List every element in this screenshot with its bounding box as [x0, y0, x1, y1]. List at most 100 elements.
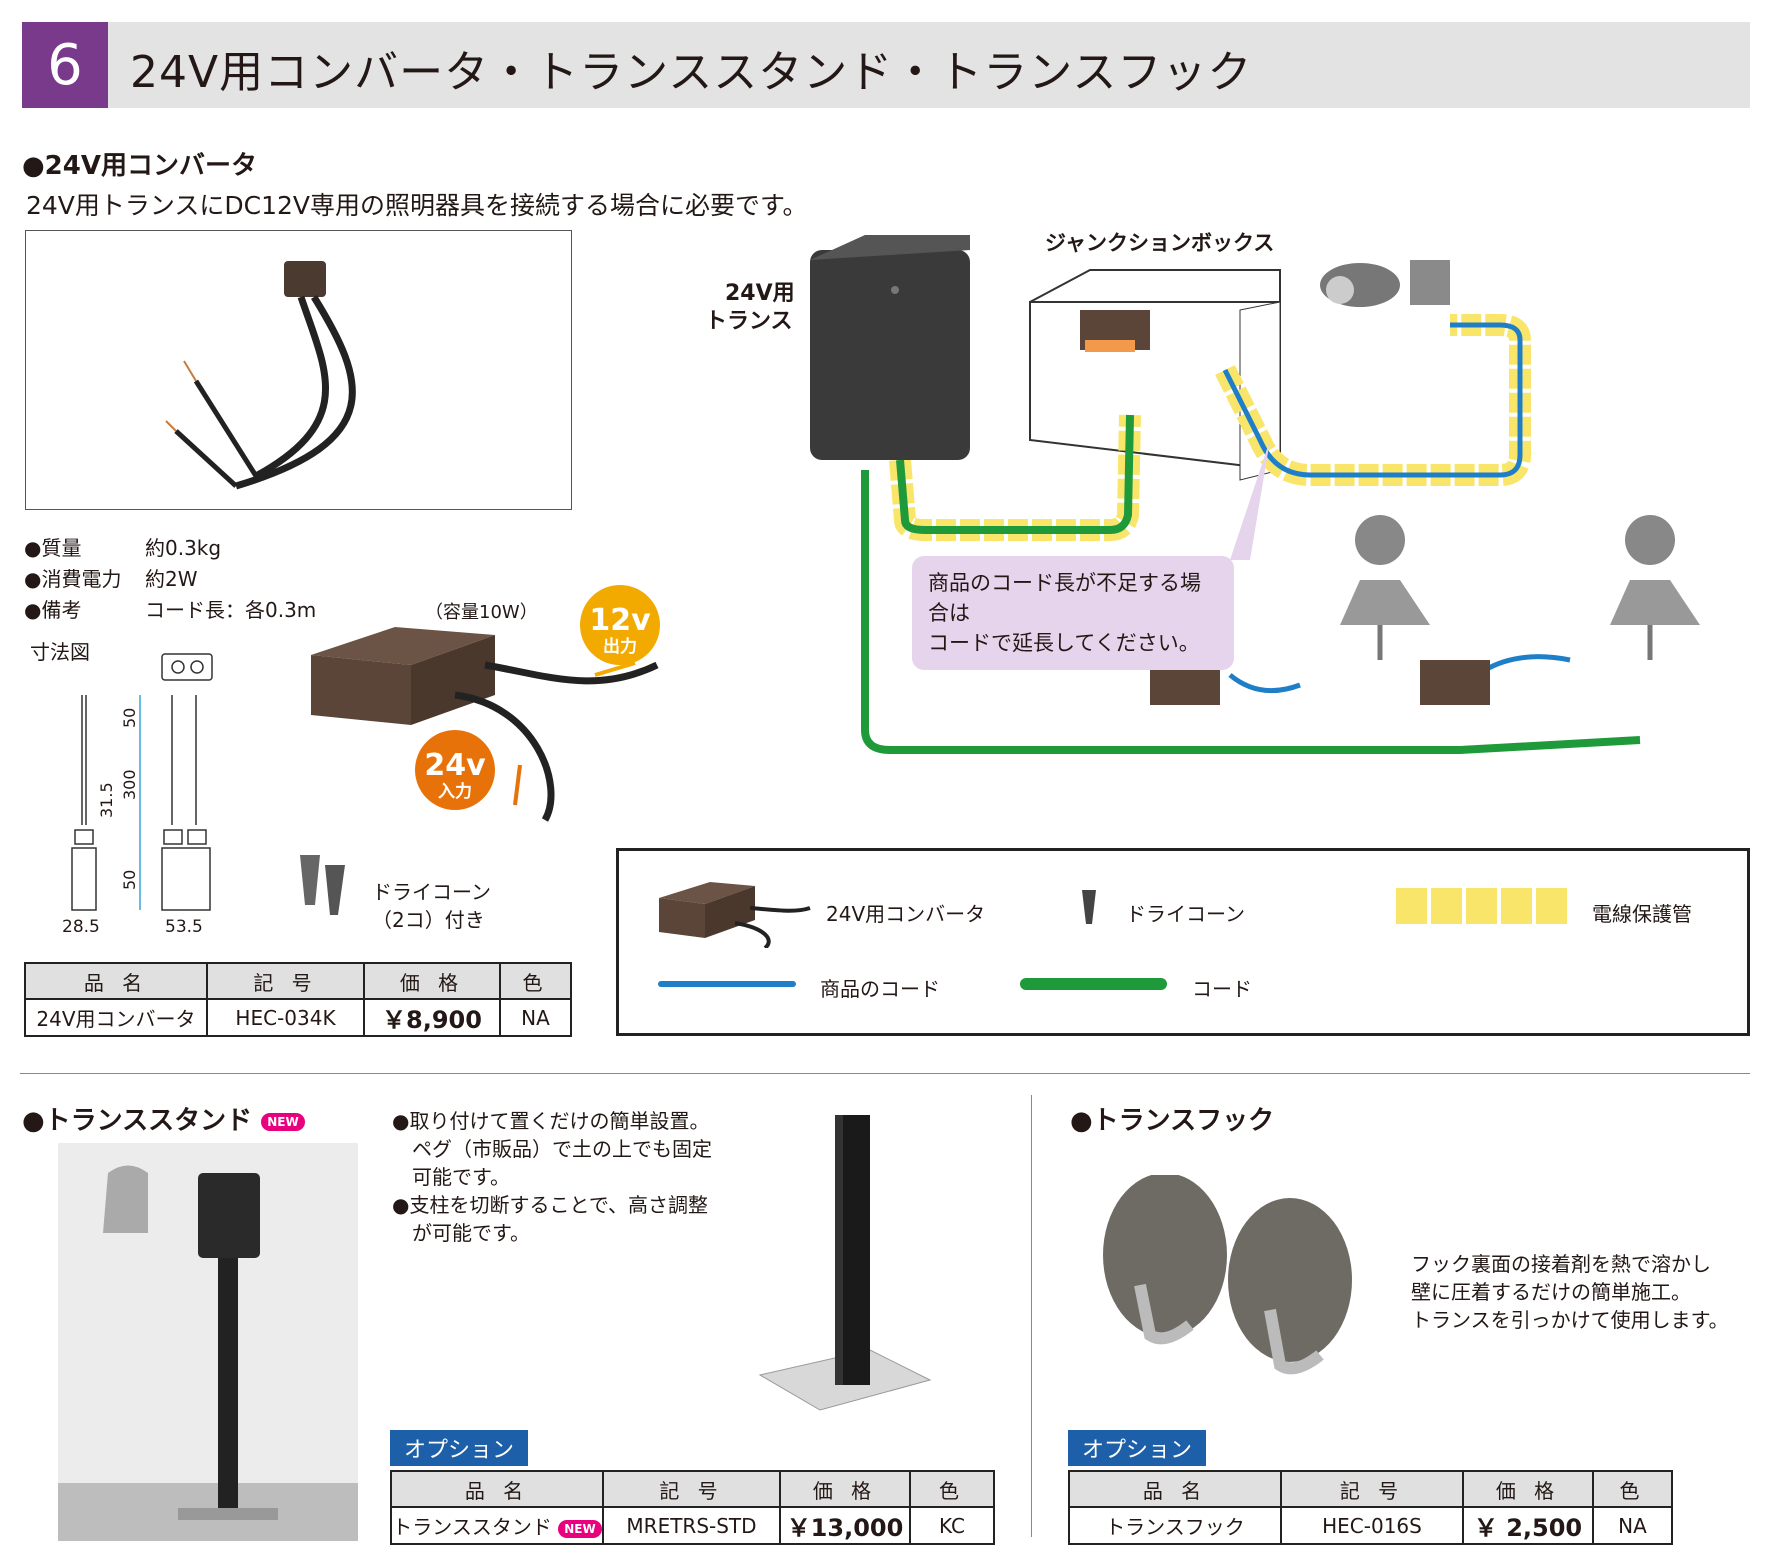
stand-photo-image: [58, 1143, 358, 1541]
col-code: 記 号: [1280, 1470, 1464, 1508]
legend-box: [616, 848, 1750, 1036]
converter-photo: [25, 230, 572, 510]
stand-bullets: ●取り付けて置くだけの簡単設置。 ペグ（市販品）で土の上でも固定 可能です。 ●…: [392, 1107, 712, 1247]
new-badge: NEW: [558, 1519, 602, 1538]
legend-converter-label: 24V用コンバータ: [826, 902, 986, 926]
col-color: 色: [1592, 1470, 1673, 1508]
legend-cord-line: [1020, 978, 1167, 990]
cell-code: HEC-034K: [206, 998, 365, 1037]
capacity-label: （容量10W）: [425, 602, 538, 623]
cell-name: 24V用コンバータ: [24, 998, 208, 1037]
cell-code: MRETRS-STD: [602, 1506, 781, 1545]
spec-weight-label: ●質量: [24, 536, 82, 560]
cell-name: トランススタンド NEW: [390, 1506, 604, 1545]
legend-drycone-label: ドライコーン: [1126, 902, 1245, 926]
section-number: 6: [22, 22, 108, 108]
col-code: 記 号: [602, 1470, 781, 1508]
out-label: 出力: [603, 636, 637, 657]
dim-50b: 50: [120, 870, 139, 890]
cell-name: トランスフック: [1068, 1506, 1282, 1545]
col-price: 価 格: [363, 962, 501, 1000]
dim-28: 28.5: [62, 917, 100, 937]
spec-note-value: コード長：各0.3m: [145, 598, 317, 622]
drycone-line1: ドライコーン: [372, 880, 491, 904]
cell-color: KC: [909, 1506, 995, 1545]
hook-desc-1: フック裏面の接着剤を熱で溶かし: [1411, 1252, 1711, 1276]
stand-title-text: ●トランススタンド: [22, 1106, 253, 1136]
legend-cord-label: コード: [1192, 977, 1252, 1001]
stand-bullet-1: ●取り付けて置くだけの簡単設置。: [392, 1109, 710, 1133]
col-name: 品 名: [24, 962, 208, 1000]
hook-description: フック裏面の接着剤を熱で溶かし 壁に圧着するだけの簡単施工。 トランスを引っかけ…: [1411, 1250, 1729, 1334]
cell-color: NA: [499, 998, 572, 1037]
stand-product-name: トランススタンド: [392, 1515, 552, 1539]
hook-desc-3: トランスを引っかけて使用します。: [1411, 1308, 1729, 1332]
extension-bubble: 商品のコード長が不足する場合は コードで延長してください。: [912, 556, 1234, 670]
stand-bullet-4: ●支柱を切断することで、高さ調整: [392, 1193, 709, 1217]
dim-53: 53.5: [165, 917, 203, 937]
spec-note-label: ●備考: [24, 598, 82, 622]
in-label: 入力: [438, 781, 472, 802]
cell-code: HEC-016S: [1280, 1506, 1464, 1545]
hook-product-image: [1103, 1175, 1352, 1375]
stand-photo: [58, 1143, 358, 1541]
legend-drycone-icon: [1082, 890, 1096, 924]
drycone-illustration: [300, 855, 345, 915]
col-name: 品 名: [390, 1470, 604, 1508]
bubble-line1: 商品のコード長が不足する場合は: [928, 571, 1201, 625]
header-bar: [22, 22, 1750, 108]
legend-product-cord-label: 商品のコード: [820, 977, 940, 1001]
column-divider: [1031, 1095, 1032, 1537]
spec-weight-value: 約0.3kg: [145, 536, 222, 560]
in-badge: [415, 730, 495, 810]
converter-description: 24V用トランスにDC12V専用の照明器具を接続する場合に必要です。: [26, 191, 808, 220]
col-price: 価 格: [779, 1470, 911, 1508]
out-badge: [580, 585, 660, 665]
trans-label-2: トランス: [705, 309, 793, 334]
hook-title: ●トランスフック: [1070, 1106, 1275, 1136]
col-price: 価 格: [1462, 1470, 1594, 1508]
section-divider: [20, 1073, 1750, 1074]
cell-price: ￥8,900: [363, 998, 501, 1037]
stand-bullet-5: が可能です。: [412, 1221, 530, 1245]
cell-price: ￥13,000: [779, 1506, 911, 1545]
converter-table: 品 名 記 号 価 格 色 24V用コンバータ HEC-034K ￥8,900 …: [24, 962, 572, 1037]
new-badge: NEW: [261, 1112, 305, 1131]
stand-bullet-3: 可能です。: [412, 1165, 510, 1189]
out-voltage: 12v: [589, 603, 651, 638]
drycone-line2: （2コ）付き: [372, 908, 485, 932]
col-color: 色: [909, 1470, 995, 1508]
wiring-diagram: 24V用 トランス ジャンクションボックス: [705, 231, 1700, 754]
legend-protect-swatch: [1396, 888, 1567, 924]
stand-title: ●トランススタンド NEW: [22, 1100, 305, 1137]
converter-illustration: 12v 出力 24v 入力: [311, 585, 660, 822]
hook-table: 品 名 記 号 価 格 色 トランスフック HEC-016S ￥ 2,500 N…: [1068, 1470, 1673, 1545]
col-name: 品 名: [1068, 1470, 1282, 1508]
bubble-line2: コードで延長してください。: [928, 631, 1200, 655]
hook-option-label: オプション: [1068, 1430, 1207, 1466]
dim-300: 300: [120, 769, 139, 800]
converter-title: ●24V用コンバータ: [22, 151, 257, 181]
legend-product-cord-line: [658, 981, 796, 987]
legend-protect-label: 電線保護管: [1592, 902, 1692, 926]
legend-converter-icon: [659, 882, 811, 948]
col-code: 記 号: [206, 962, 365, 1000]
col-color: 色: [499, 962, 572, 1000]
stand-option-label: オプション: [390, 1430, 529, 1466]
converter-photo-image: [165, 261, 356, 490]
in-voltage: 24v: [424, 748, 486, 783]
dimension-title: 寸法図: [30, 640, 90, 664]
dim-31: 31.5: [97, 782, 116, 818]
stand-bullet-2: ペグ（市販品）で土の上でも固定: [412, 1137, 712, 1161]
page-title: 24V用コンバータ・トランススタンド・トランスフック: [130, 47, 1253, 98]
dim-50a: 50: [120, 708, 139, 728]
stand-product-image: [758, 1115, 932, 1411]
cell-color: NA: [1592, 1506, 1673, 1545]
junction-label: ジャンクションボックス: [1045, 231, 1274, 255]
trans-label-1: 24V用: [725, 281, 795, 306]
dimension-drawing: 50 300 31.5 50 28.5 53.5: [62, 653, 213, 937]
spec-power-label: ●消費電力: [24, 567, 122, 591]
hook-desc-2: 壁に圧着するだけの簡単施工。: [1411, 1280, 1691, 1304]
spec-power-value: 約2W: [145, 567, 198, 591]
cell-price: ￥ 2,500: [1462, 1506, 1594, 1545]
